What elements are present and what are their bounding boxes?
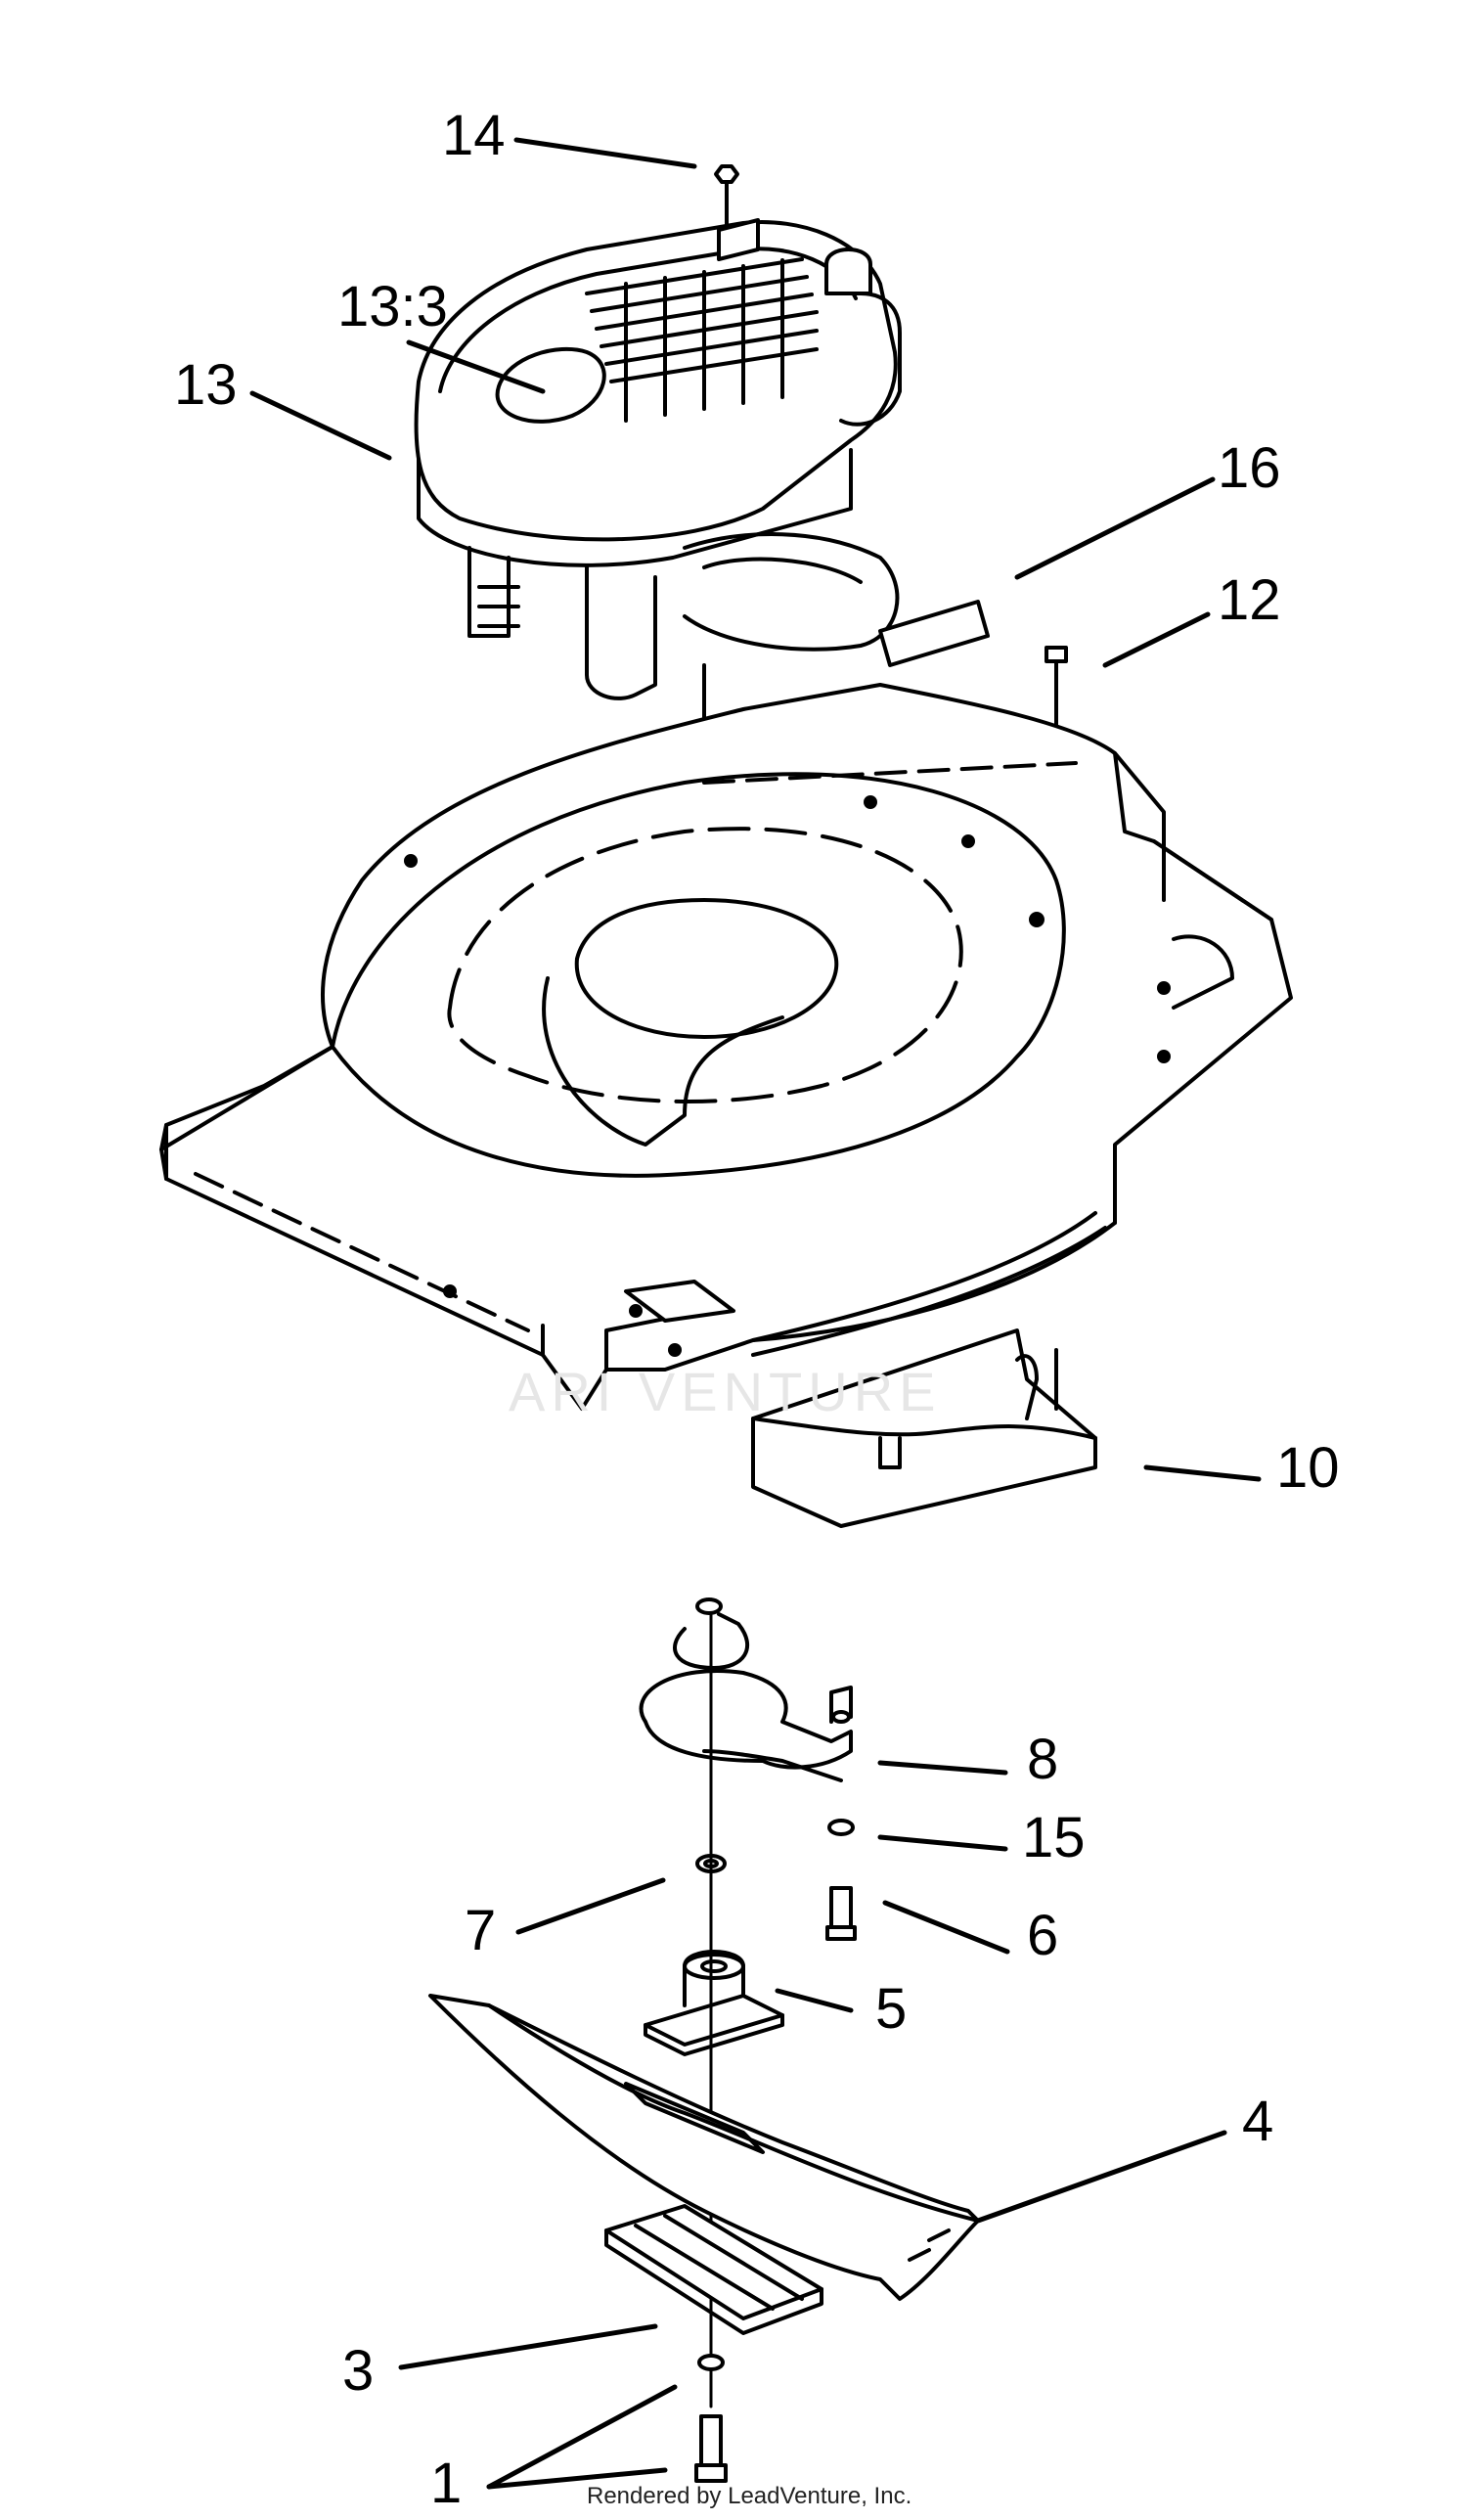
callout-14: 14 bbox=[442, 104, 506, 167]
callout-6: 6 bbox=[1027, 1904, 1059, 1967]
callout-13: 13 bbox=[174, 353, 238, 417]
callout-12: 12 bbox=[1218, 568, 1281, 632]
engine-part bbox=[414, 164, 902, 980]
callout-5: 5 bbox=[875, 1977, 908, 2041]
bolt-part-6 bbox=[825, 1886, 857, 1941]
blade-part bbox=[428, 1994, 980, 2301]
decal-part bbox=[878, 600, 990, 667]
callout-3: 3 bbox=[342, 2339, 375, 2403]
bracket-part bbox=[639, 1598, 853, 1782]
footer-credit: Rendered by LeadVenture, Inc. bbox=[587, 2483, 912, 2509]
mower-deck-part bbox=[159, 683, 1293, 1411]
callout-1: 1 bbox=[430, 2452, 463, 2515]
bolt-part-1 bbox=[694, 2354, 728, 2483]
watermark-text: ARI VENTURE bbox=[509, 1361, 942, 1422]
stiffener-part bbox=[604, 2204, 823, 2335]
callout-16: 16 bbox=[1218, 436, 1281, 500]
washer-part bbox=[827, 1819, 855, 1836]
callout-8: 8 bbox=[1027, 1728, 1059, 1791]
callout-7: 7 bbox=[465, 1899, 497, 1962]
callout-15: 15 bbox=[1022, 1806, 1086, 1869]
leader-lines bbox=[249, 137, 1262, 2490]
baffle-part bbox=[751, 1328, 1097, 1528]
adapter-part bbox=[644, 1950, 784, 2056]
callout-13-3: 13:3 bbox=[337, 275, 448, 338]
callout-4: 4 bbox=[1242, 2090, 1274, 2153]
callout-10: 10 bbox=[1276, 1436, 1340, 1500]
